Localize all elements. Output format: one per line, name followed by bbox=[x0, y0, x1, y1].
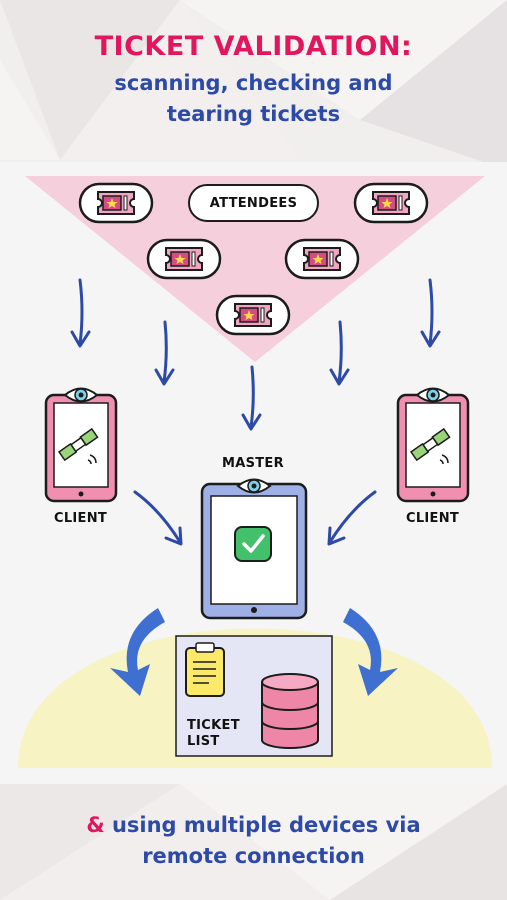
arrow-down-icon bbox=[154, 320, 175, 386]
arrow-down-icon bbox=[70, 278, 91, 348]
header: TICKET VALIDATION: scanning, checking an… bbox=[0, 30, 507, 130]
page-subtitle-line-1: scanning, checking and bbox=[114, 71, 393, 95]
ticket-list-label-line-1: TICKET bbox=[187, 718, 240, 733]
ticket-icon bbox=[234, 303, 272, 327]
ticket-pill bbox=[146, 238, 222, 280]
client-right-label: CLIENT bbox=[406, 511, 460, 526]
ticket-icon bbox=[165, 247, 203, 271]
page-title: TICKET VALIDATION: bbox=[94, 31, 413, 62]
ticket-list-panel bbox=[175, 635, 333, 757]
arrow-down-icon bbox=[420, 278, 441, 348]
ticket-icon bbox=[372, 191, 410, 215]
page-subtitle-line-2: tearing tickets bbox=[166, 102, 341, 126]
client-left-label: CLIENT bbox=[54, 511, 108, 526]
ticket-list-label: TICKET LIST bbox=[187, 718, 240, 750]
footer-line-2: remote connection bbox=[142, 844, 365, 868]
ticket-icon bbox=[303, 247, 341, 271]
master-label: MASTER bbox=[222, 456, 284, 471]
ticket-pill bbox=[78, 182, 154, 224]
validation-diagram: ATTENDEES MASTER CLIENT CLIENT TICKET LI… bbox=[0, 162, 507, 784]
footer: & using multiple devices via remote conn… bbox=[0, 810, 507, 872]
curved-arrow-icon bbox=[343, 608, 398, 696]
ticket-icon bbox=[97, 191, 135, 215]
footer-line-1: & using multiple devices via bbox=[0, 810, 507, 841]
checkmark-icon bbox=[234, 526, 272, 562]
ticket-pill bbox=[284, 238, 360, 280]
arrow-client-to-master bbox=[327, 490, 377, 546]
attendees-label: ATTENDEES bbox=[209, 195, 298, 211]
ampersand: & bbox=[86, 813, 105, 837]
arrow-down-icon bbox=[329, 320, 350, 386]
ticket-pill bbox=[353, 182, 429, 224]
database-icon bbox=[261, 673, 319, 749]
arrow-down-icon bbox=[241, 365, 262, 431]
ticket-pill bbox=[215, 294, 291, 336]
attendees-pill: ATTENDEES bbox=[188, 184, 319, 222]
master-device bbox=[200, 478, 308, 620]
client-device-right bbox=[396, 387, 470, 503]
ticket-list-label-line-2: LIST bbox=[187, 734, 220, 749]
arrow-client-to-master bbox=[133, 490, 183, 546]
curved-arrow-icon bbox=[110, 608, 165, 696]
client-device-left bbox=[44, 387, 118, 503]
clipboard-icon bbox=[185, 642, 225, 697]
footer-line-1-text: using multiple devices via bbox=[104, 813, 421, 837]
